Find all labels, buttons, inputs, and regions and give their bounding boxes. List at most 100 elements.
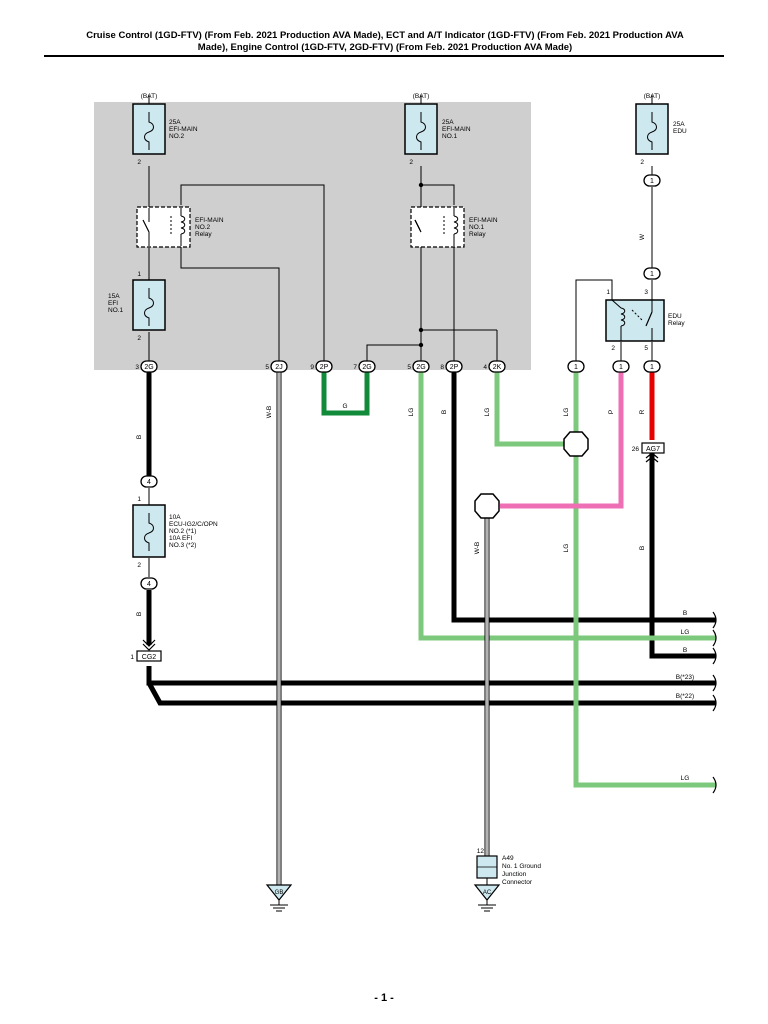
fuse-efi-main1-name1: EFI-MAIN [442,126,471,133]
relay-edu-pin1: 1 [606,289,610,296]
fuse-efi1-pin-bottom: 2 [137,335,141,342]
conn-c1: 1 [574,364,578,371]
a49-pin: 12 [477,848,485,855]
conn-pin-2: 5 [265,364,269,371]
fuse-edu-rating: 25A [673,121,685,128]
conn-c2: 1 [619,364,623,371]
fuse-ecu-pin-top: 1 [137,496,141,503]
wire-label-p: P [608,410,615,414]
fuse-efi-main1-name2: NO.1 [442,133,458,140]
ground-gb: GB [265,884,293,912]
fuse-ecu-name2: NO.2 (*1) [169,528,196,535]
edge-label-b22: B(*22) [676,693,694,700]
title-rule [44,55,724,57]
conn-pin-7: 4 [483,364,487,371]
relay-edu-name1: EDU [668,313,682,320]
relay-efi-main2-name3: Relay [195,231,212,238]
ground-ac-label: AC [483,890,492,896]
title-line-2: Made), Engine Control (1GD-FTV, 2GD-FTV)… [197,42,573,53]
pink-wire [500,372,624,509]
relay-efi-main2 [136,206,191,248]
fuse-efi1-rating: 15A [108,293,120,300]
wire-label-lg-c1: LG [563,408,570,417]
fuse-efi-main2-rating: 25A [169,119,181,126]
conn-c3: 1 [650,364,654,371]
ground-gb-label: GB [275,890,284,896]
edge-label-b-1: B [683,610,687,617]
junction-dots [418,182,424,348]
fuse-edu-name1: EDU [673,128,687,135]
relay-efi-main1 [410,206,465,248]
fuse-ecu-name4: NO.3 (*2) [169,542,196,549]
wire-label-lg-long: LG [563,544,570,553]
conn-code-7: 2K [493,364,502,371]
relay-edu-pin5: 5 [644,345,648,352]
junction-cg2: CG2 1 [130,639,162,662]
page-number: - 1 - [374,992,394,1004]
bat-label-2: (BAT) [413,93,430,100]
conn-edu-in1: 1 [650,178,654,185]
fuse-ecu-name1-rating: 10A [169,514,181,521]
internal-wires [148,95,653,577]
fuse-efi-main1 [404,103,438,155]
edge-label-lg-1: LG [681,629,690,636]
relay-efi-main1-name2: NO.1 [469,224,485,231]
conn-ecu-bottom: 4 [147,581,151,588]
fuse-ecu-name3: 10A EFI [169,535,192,542]
wire-label-b-2p: B [441,410,448,414]
title-line-1: Cruise Control (1GD-FTV) (From Feb. 2021… [86,30,684,41]
wire-label-lg-1: LG [408,408,415,417]
fuse-efi-main2-name1: EFI-MAIN [169,126,198,133]
conn-edu-in2: 1 [650,271,654,278]
ag7-pin: 26 [632,446,640,453]
relay-edu-pin2: 2 [611,345,615,352]
bat-label-1: (BAT) [141,93,158,100]
relay-efi-main2-name1: EFI-MAIN [195,217,224,224]
page-title: Cruise Control (1GD-FTV) (From Feb. 2021… [40,30,730,54]
fuse-edu-pin: 2 [640,159,644,166]
wire-label-wb-main: W-B [266,406,273,419]
wire-label-lg-2k: LG [484,408,491,417]
conn-pin-6: 8 [440,364,444,371]
fuse-efi-main1-rating: 25A [442,119,454,126]
fuse-ecu-ig2 [132,504,166,558]
wire-label-g: G [342,403,347,410]
green-wire [321,372,370,416]
light-green-wires [418,372,716,788]
a49-code: A49 [502,855,514,862]
fuse-efi-main2-name2: NO.2 [169,133,185,140]
relay-efi-main1-name3: Relay [469,231,486,238]
conn-pin-5: 5 [407,364,411,371]
splice-lg [563,431,589,457]
conn-code-2: 2J [275,364,282,371]
conn-ecu-top: 4 [147,479,151,486]
fuse-edu [635,103,669,155]
conn-code-3: 2P [320,364,329,371]
fuse-efi-main1-pin: 2 [409,159,413,166]
connector-pins [140,174,661,590]
wire-label-b-ecu: B [136,612,143,616]
splice-wb [474,493,500,519]
conn-code-4: 2G [362,364,371,371]
wire-label-b-main: B [136,435,143,439]
fuse-efi1-pin-top: 1 [137,271,141,278]
junction-ag7: AG7 26 [632,442,665,463]
relay-efi-main1-name1: EFI-MAIN [469,217,498,224]
wire-label-w: W [639,233,646,240]
junction-a49: 12 A49 No. 1 Ground Junction Connector [476,848,541,886]
edge-label-lg-2: LG [681,775,690,782]
conn-pin-3: 9 [310,364,314,371]
bat-label-3: (BAT) [644,93,661,100]
relay-edu-pin3: 3 [644,289,648,296]
conn-pin-1: 3 [135,364,139,371]
a49-line2: Junction [502,871,527,878]
ground-ac: AC [473,884,501,912]
conn-pin-4: 7 [353,364,357,371]
ag7-code: AG7 [646,446,660,453]
a49-line1: No. 1 Ground [502,863,541,870]
a49-line3: Connector [502,879,533,886]
fuse-efi-main2 [132,103,166,155]
edge-label-b-2: B [683,647,687,654]
wire-label-b-ag7: B [639,546,646,550]
